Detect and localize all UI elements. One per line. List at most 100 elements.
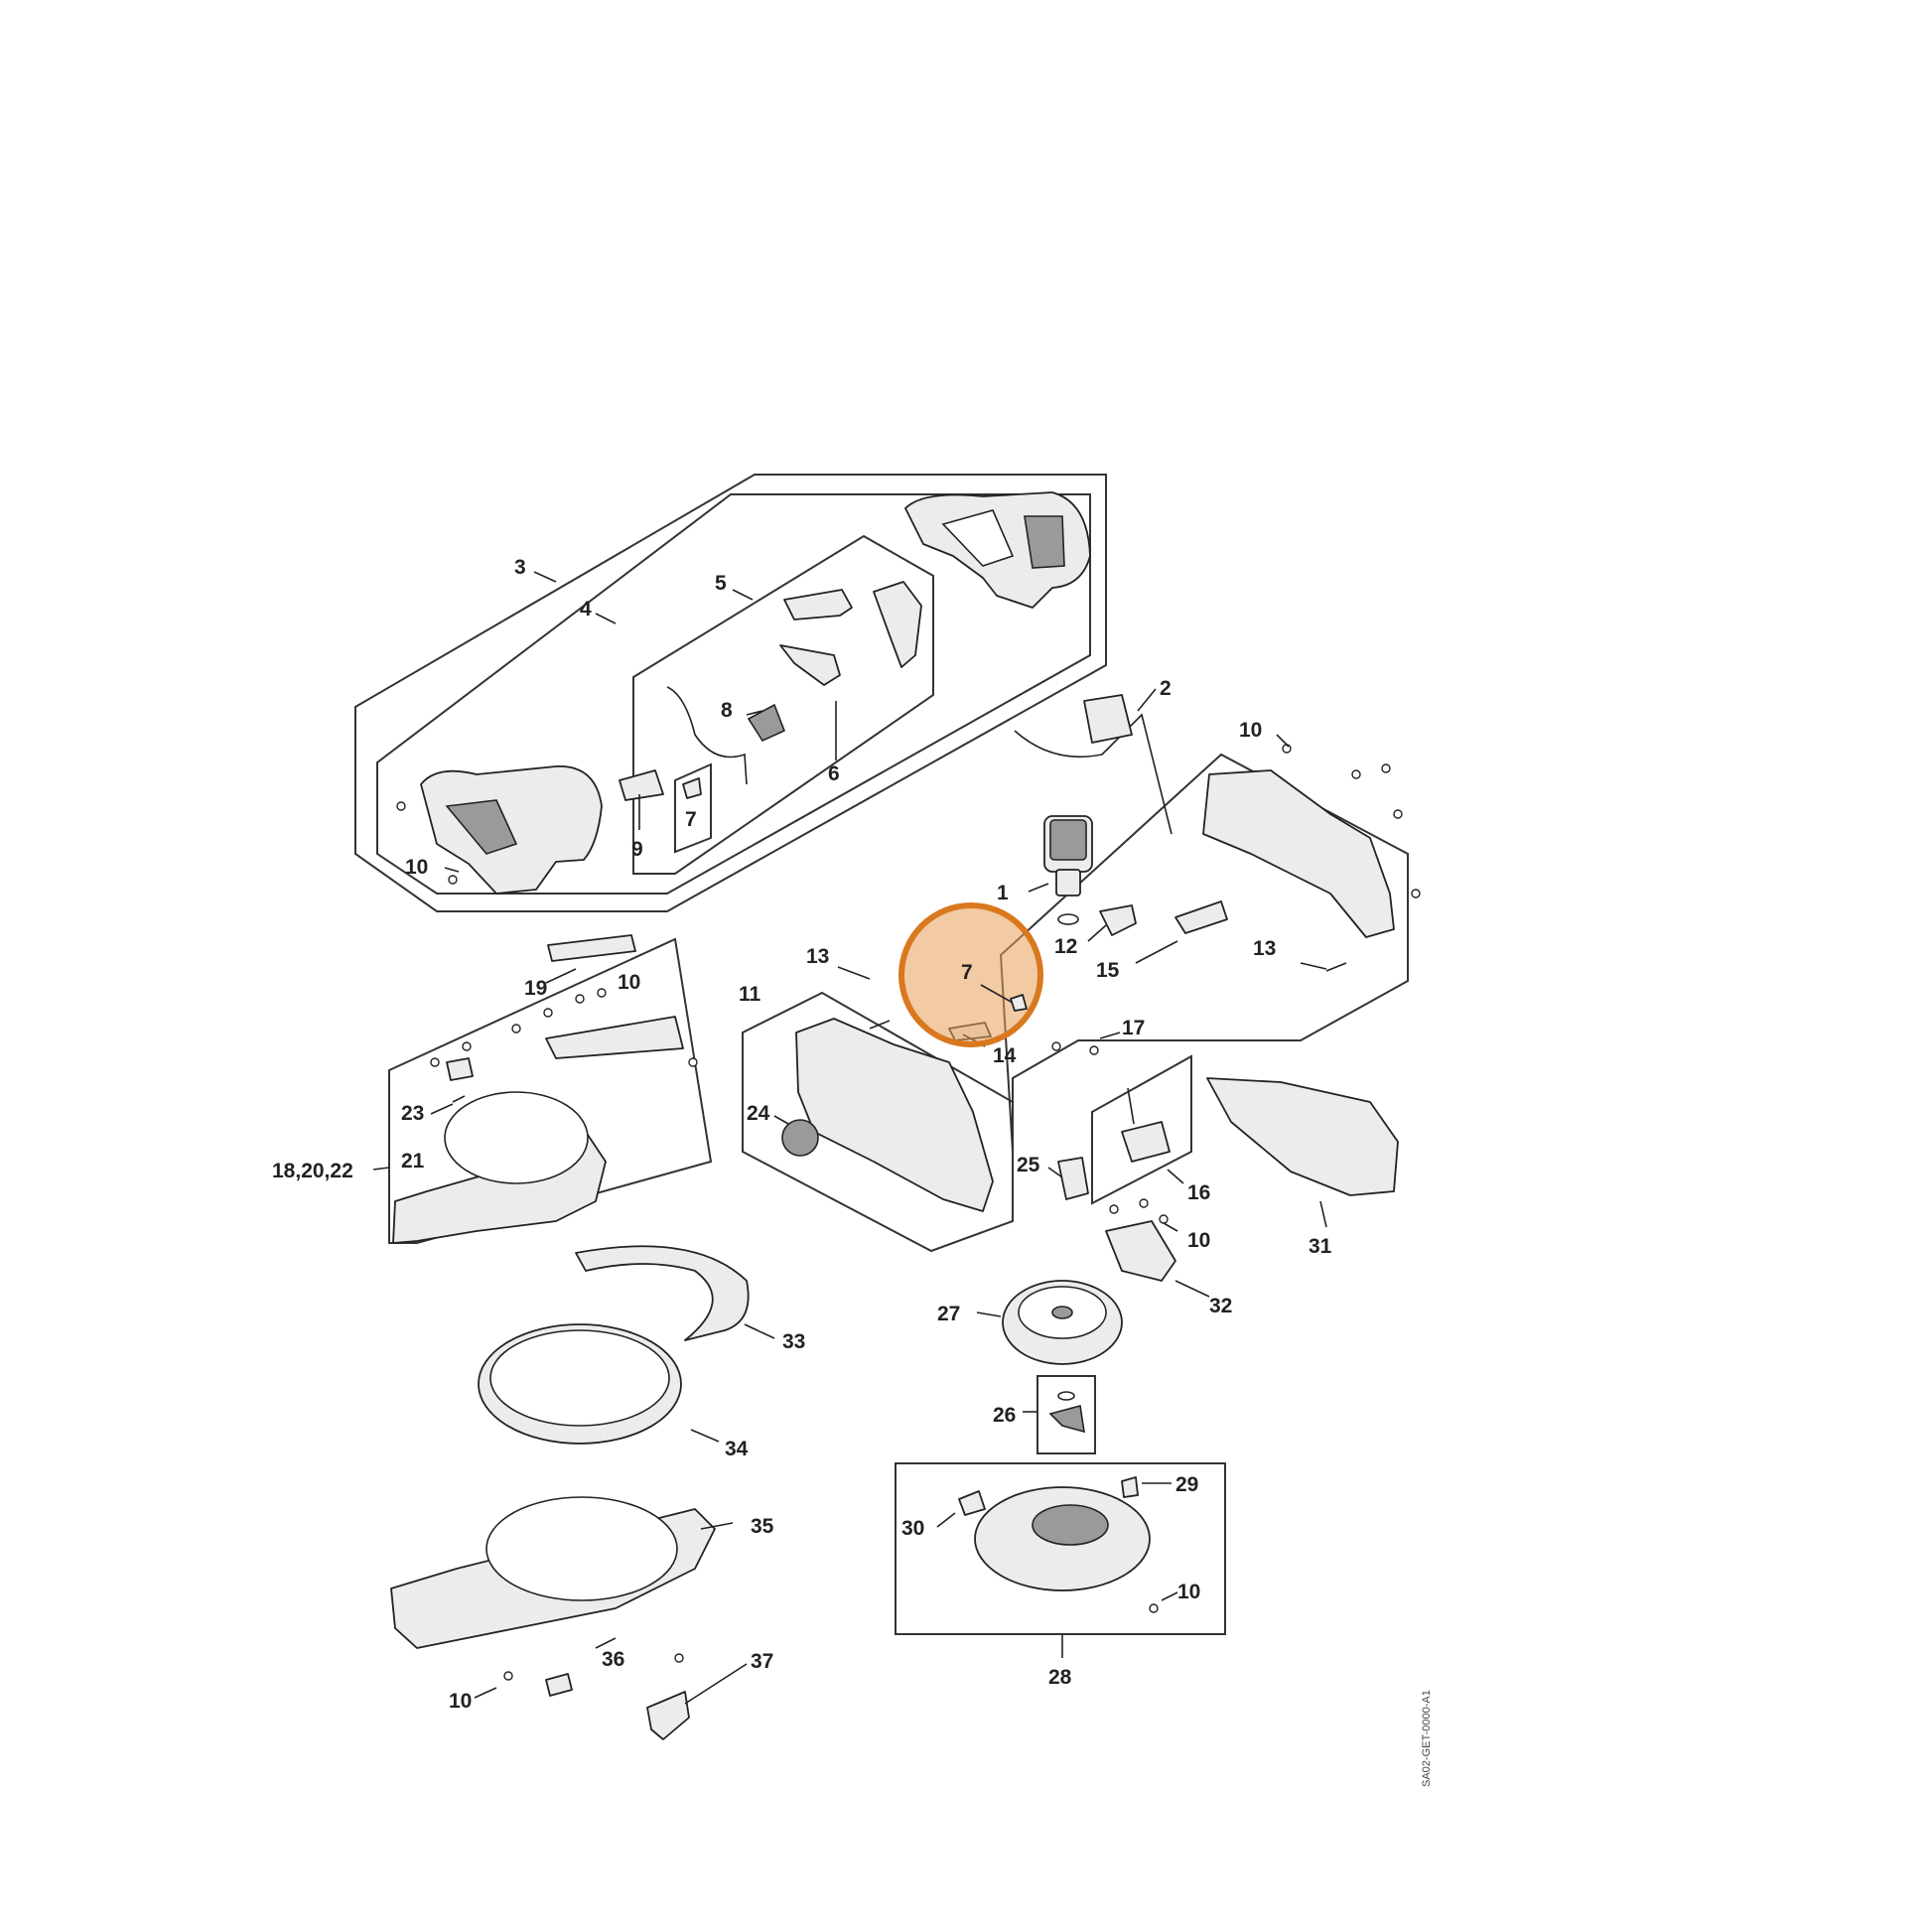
fan-wheel-icon xyxy=(1002,1280,1123,1365)
screw-icon xyxy=(597,988,607,998)
callout-13a: 13 xyxy=(806,945,829,968)
latch-9-icon xyxy=(619,769,664,801)
callout-28: 28 xyxy=(1048,1666,1072,1689)
figure-code: SA02-GET-0000-A1 xyxy=(1421,1690,1433,1787)
handle-housing-icon xyxy=(904,491,1091,609)
highlight-leader xyxy=(980,984,1014,1004)
screw-icon xyxy=(1051,1041,1061,1051)
leader-lines xyxy=(372,571,1327,1705)
cable-2-icon xyxy=(1014,713,1173,835)
pin-13a xyxy=(869,1020,891,1030)
screw-icon xyxy=(1381,763,1391,773)
clip-7-highlight-icon xyxy=(1010,994,1028,1012)
wire-8 xyxy=(666,686,748,785)
callout-labels: 3 4 5 6 7 8 9 10 2 10 1 12 15 13 13 14 1… xyxy=(272,556,1332,1713)
callout-33: 33 xyxy=(782,1330,805,1353)
screw-icon xyxy=(1109,1204,1119,1214)
callout-7a: 7 xyxy=(685,808,697,831)
callout-18-20-22: 18,20,22 xyxy=(272,1160,353,1182)
hose-33-icon xyxy=(575,1245,750,1341)
callout-17: 17 xyxy=(1122,1017,1145,1039)
callout-27: 27 xyxy=(937,1303,960,1325)
callout-10f: 10 xyxy=(449,1690,472,1713)
screw-icon xyxy=(1351,769,1361,779)
callout-26: 26 xyxy=(993,1404,1016,1427)
callout-4: 4 xyxy=(580,598,592,621)
callout-31: 31 xyxy=(1309,1235,1332,1258)
badge-24-icon xyxy=(781,1119,819,1157)
callout-8: 8 xyxy=(721,699,733,722)
callout-5: 5 xyxy=(715,572,727,595)
highlight-marker: 7 xyxy=(898,902,1043,1047)
lock-16-icon xyxy=(1121,1121,1171,1163)
callout-25: 25 xyxy=(1017,1154,1040,1176)
screw-icon xyxy=(1089,1045,1099,1055)
screw-icon xyxy=(1149,1603,1159,1613)
callout-23: 23 xyxy=(401,1102,424,1125)
clip-37-icon xyxy=(646,1691,690,1740)
screws xyxy=(396,744,1421,1681)
frame-28 xyxy=(895,1462,1226,1635)
left-shell-icon xyxy=(420,765,603,895)
callout-2: 2 xyxy=(1160,677,1172,700)
callout-36: 36 xyxy=(602,1648,624,1671)
callout-32: 32 xyxy=(1209,1295,1232,1317)
screw-icon xyxy=(503,1671,513,1681)
strip-23-icon xyxy=(446,1057,474,1081)
bracket-15-icon xyxy=(1174,900,1228,934)
screw-icon xyxy=(1282,744,1292,754)
grip-25-icon xyxy=(1057,1157,1089,1200)
callout-13b: 13 xyxy=(1253,937,1276,960)
volute-bottom-35-icon xyxy=(390,1496,716,1649)
trigger-icon xyxy=(783,589,853,621)
screw-icon xyxy=(575,994,585,1004)
switch-module-icon xyxy=(747,703,786,743)
screw-icon xyxy=(674,1653,684,1663)
callout-16: 16 xyxy=(1187,1181,1210,1204)
callout-3: 3 xyxy=(514,556,526,579)
cover-19-icon xyxy=(547,934,636,962)
highlight-label: 7 xyxy=(961,961,973,984)
clip-29-icon xyxy=(1121,1476,1139,1498)
callout-14: 14 xyxy=(993,1044,1017,1067)
washer-26-icon xyxy=(1057,1391,1075,1401)
motor-icon xyxy=(1043,815,1093,925)
pin-13b xyxy=(1325,962,1347,972)
callout-10a: 10 xyxy=(405,856,428,879)
callout-10b: 10 xyxy=(1239,719,1262,742)
clip-7-icon xyxy=(682,777,702,799)
shell-inner-icon xyxy=(445,799,518,855)
housing-11-icon xyxy=(795,1018,994,1212)
frame-3 xyxy=(354,474,1107,912)
screw-icon xyxy=(1139,1198,1149,1208)
volute-housing-icon xyxy=(392,1091,607,1244)
screw-icon xyxy=(1411,889,1421,898)
callout-10c: 10 xyxy=(618,971,640,994)
frame-16 xyxy=(1091,1054,1192,1205)
frame-11 xyxy=(742,991,1014,1253)
callout-30: 30 xyxy=(901,1517,924,1540)
cover-28-icon xyxy=(974,1486,1151,1591)
callout-37: 37 xyxy=(751,1650,773,1673)
callout-10e: 10 xyxy=(1177,1581,1200,1603)
callout-29: 29 xyxy=(1175,1473,1198,1496)
bracket-32-icon xyxy=(1105,1220,1176,1282)
screw-icon xyxy=(396,801,406,811)
right-housing-icon xyxy=(1202,769,1395,938)
callout-35: 35 xyxy=(751,1515,774,1538)
spring-30-icon xyxy=(958,1490,986,1516)
callout-10d: 10 xyxy=(1187,1229,1210,1252)
callout-21: 21 xyxy=(401,1150,425,1173)
frame-4 xyxy=(376,493,1091,895)
cover-23-icon xyxy=(545,1016,684,1059)
callout-11: 11 xyxy=(739,983,761,1006)
screw-icon xyxy=(430,1057,440,1067)
switch-block-icon xyxy=(873,581,922,668)
key-26-icon xyxy=(1048,1404,1085,1434)
screw-icon xyxy=(688,1057,698,1067)
callout-12: 12 xyxy=(1054,935,1077,958)
pad-36-icon xyxy=(545,1673,573,1697)
screw-icon xyxy=(511,1024,521,1034)
screw-icon xyxy=(543,1008,553,1018)
